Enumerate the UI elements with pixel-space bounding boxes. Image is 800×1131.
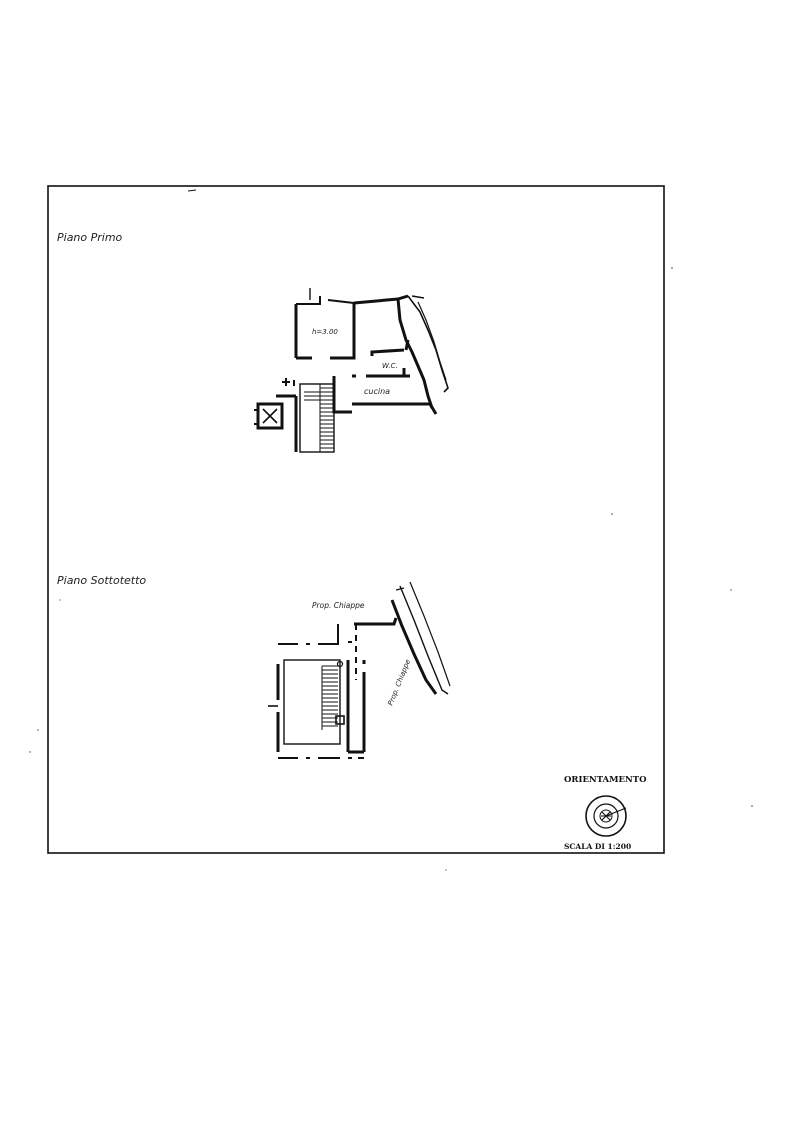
- compass-rose-icon: [585, 795, 627, 837]
- kitchen-label: cucina: [364, 387, 390, 396]
- upper-floor-title: Piano Primo: [57, 231, 123, 244]
- lower-floor-plan: [268, 581, 451, 759]
- wc-label: W.C.: [382, 362, 398, 370]
- frame-mark: [187, 189, 197, 192]
- room-height-label: h=3.00: [312, 328, 338, 336]
- lower-floor-title: Piano Sottotetto: [57, 574, 146, 587]
- upper-floor-plan: [254, 288, 449, 453]
- orientation-label: ORIENTAMENTO: [564, 775, 647, 785]
- scan-specks: [29, 267, 753, 871]
- lower-stair-treads: [321, 665, 338, 730]
- elevator-shaft: [256, 402, 284, 430]
- neighbor-label-top: Prop. Chiappe: [312, 601, 365, 610]
- neighbor-label-side: Prop. Chiappe: [386, 658, 412, 706]
- scale-label: SCALA DI 1:200: [564, 842, 631, 851]
- upper-stair-treads: [304, 384, 334, 452]
- sheet-frame: [47, 185, 665, 854]
